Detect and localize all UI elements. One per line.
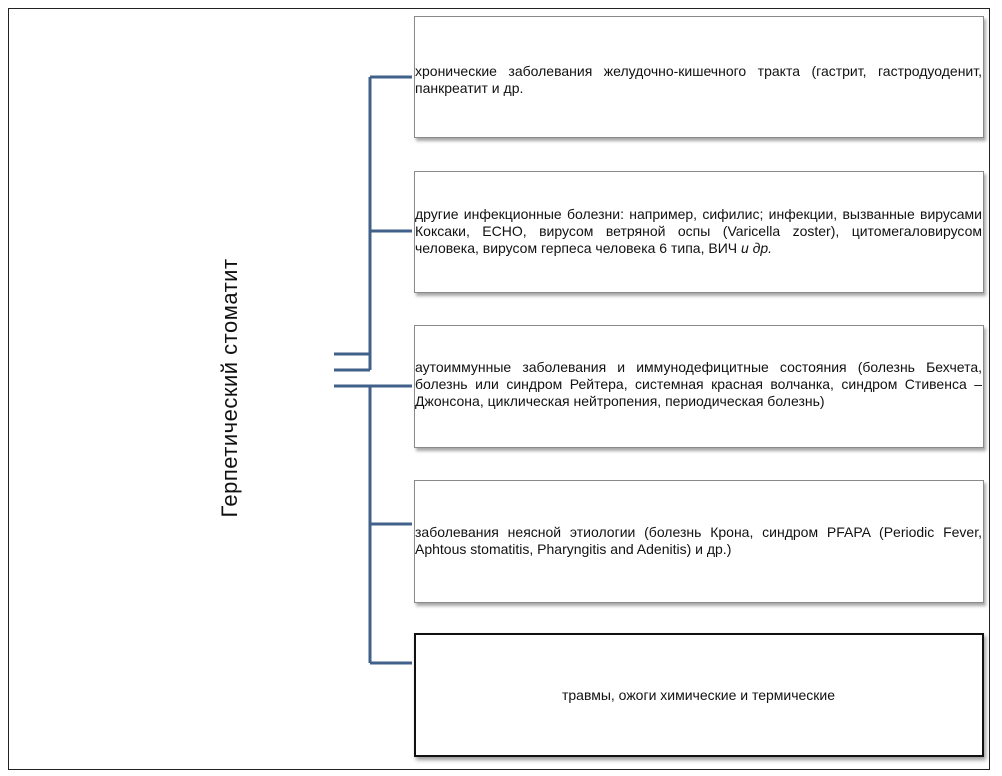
node-box-3: аутоиммунные заболевания и иммунодефицит… [414,325,984,448]
node-box-4: заболевания неясной этиологии (болезнь К… [414,480,984,603]
node-box-1: хронические заболевания желудочно-кишечн… [414,16,984,138]
node-box-5: травмы, ожоги химические и термические [414,633,984,757]
node-text-4: заболевания неясной этиологии (болезнь К… [415,524,982,557]
diagram-frame [8,8,990,770]
node-text-5: травмы, ожоги химические и термические [561,687,836,703]
node-text-2-main: другие инфекционные болезни: например, с… [415,206,982,256]
node-text-2-italic: и др. [740,240,773,256]
node-text-2: другие инфекционные болезни: например, с… [415,206,983,257]
node-text-1: хронические заболевания желудочно-кишечн… [415,63,982,96]
node-box-2: другие инфекционные болезни: например, с… [414,171,984,293]
node-text-3: аутоиммунные заболевания и иммунодефицит… [415,359,982,409]
